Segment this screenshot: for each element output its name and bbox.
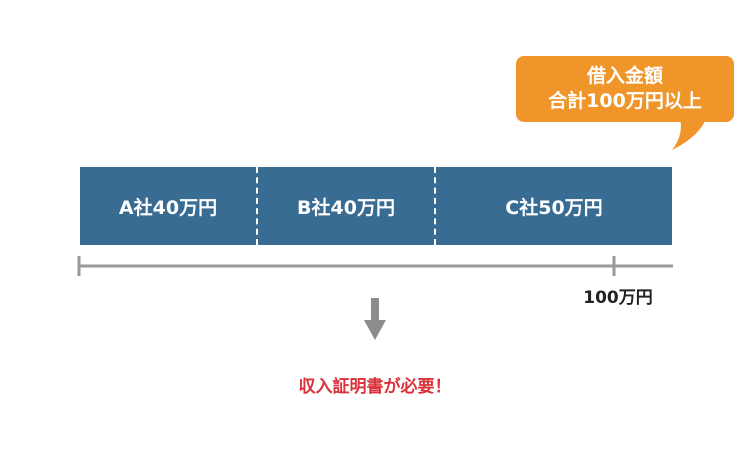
segment-label: C社50万円 (505, 196, 603, 219)
down-arrow-icon (364, 298, 386, 340)
callout-line-1: 借入金額 (586, 65, 663, 87)
callout-line-2: 合計100万円以上 (548, 90, 702, 112)
segment-label: A社40万円 (118, 196, 218, 219)
loan-total-callout: 借入金額 合計100万円以上 (516, 56, 734, 122)
segment-company-c: C社50万円 (436, 167, 672, 245)
loan-bar: A社40万円 B社40万円 C社50万円 (80, 167, 672, 245)
segment-company-b: B社40万円 (258, 167, 436, 245)
segment-company-a: A社40万円 (80, 167, 258, 245)
segment-label: B社40万円 (297, 196, 395, 219)
conclusion-text: 収入証明書が必要！ (298, 377, 452, 397)
callout-tail (672, 112, 708, 150)
scale-marker-label: 100万円 (583, 288, 653, 308)
